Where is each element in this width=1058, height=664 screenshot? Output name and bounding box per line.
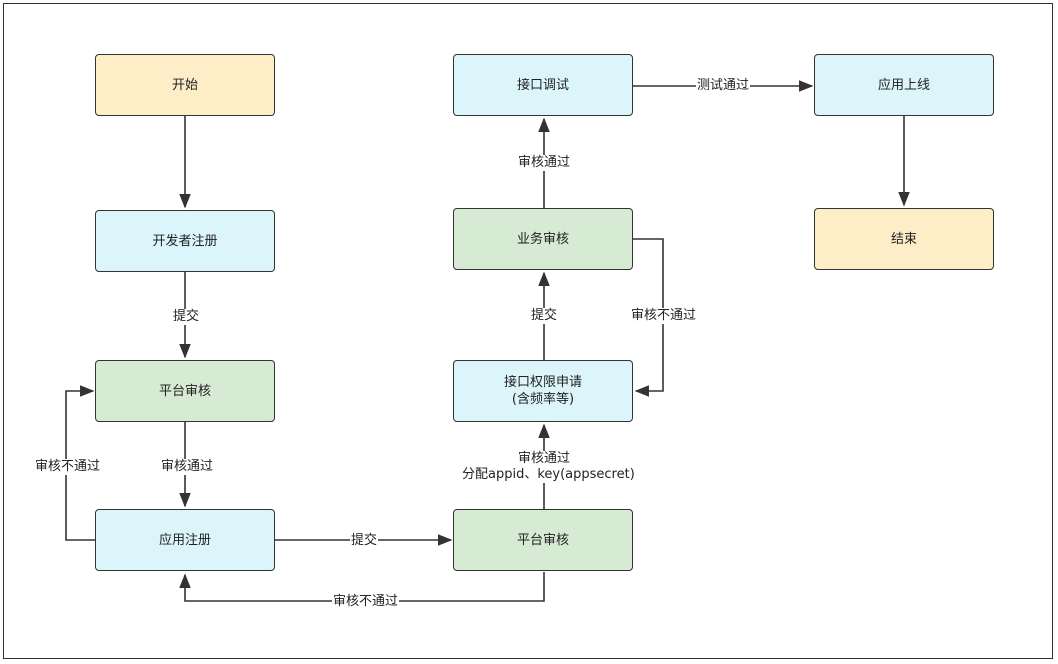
edge-label-approved-2-line2: 分配appid、key(appsecret) xyxy=(461,467,636,483)
node-api-permission-line1: 接口权限申请 xyxy=(503,375,582,390)
node-api-debug-label: 接口调试 xyxy=(516,77,569,93)
node-developer-register: 开发者注册 xyxy=(95,210,275,272)
node-api-debug: 接口调试 xyxy=(453,54,633,116)
edge-label-rejected-2: 审核不通过 xyxy=(332,594,400,610)
node-business-review-label: 业务审核 xyxy=(516,231,569,247)
node-app-register: 应用注册 xyxy=(95,509,275,571)
edge-label-test-passed: 测试通过 xyxy=(696,78,751,94)
node-app-online: 应用上线 xyxy=(814,54,994,116)
edge-label-submit-2: 提交 xyxy=(350,533,379,549)
node-app-register-label: 应用注册 xyxy=(158,532,211,548)
node-business-review: 业务审核 xyxy=(453,208,633,270)
edge-label-approved-3: 审核通过 xyxy=(517,155,572,171)
edge-label-rejected-1: 审核不通过 xyxy=(34,459,102,475)
node-start: 开始 xyxy=(95,54,275,116)
edge-label-rejected-3: 审核不通过 xyxy=(630,308,698,324)
node-api-permission-line2: (含频率等) xyxy=(511,392,575,407)
node-platform-review-2: 平台审核 xyxy=(453,509,633,571)
node-platform-review-1: 平台审核 xyxy=(95,360,275,422)
edge-label-approved-1: 审核通过 xyxy=(160,459,215,475)
node-platform-review-2-label: 平台审核 xyxy=(516,532,569,548)
node-platform-review-1-label: 平台审核 xyxy=(158,383,211,399)
node-end-label: 结束 xyxy=(890,231,917,247)
edge-label-submit-3: 提交 xyxy=(530,308,559,324)
node-api-permission: 接口权限申请 (含频率等) xyxy=(453,360,633,422)
node-start-label: 开始 xyxy=(171,77,198,93)
node-developer-register-label: 开发者注册 xyxy=(152,233,218,249)
edge-label-approved-2-line1: 审核通过 xyxy=(517,451,572,467)
node-end: 结束 xyxy=(814,208,994,270)
edge-label-submit-1: 提交 xyxy=(172,309,201,325)
node-app-online-label: 应用上线 xyxy=(877,77,930,93)
